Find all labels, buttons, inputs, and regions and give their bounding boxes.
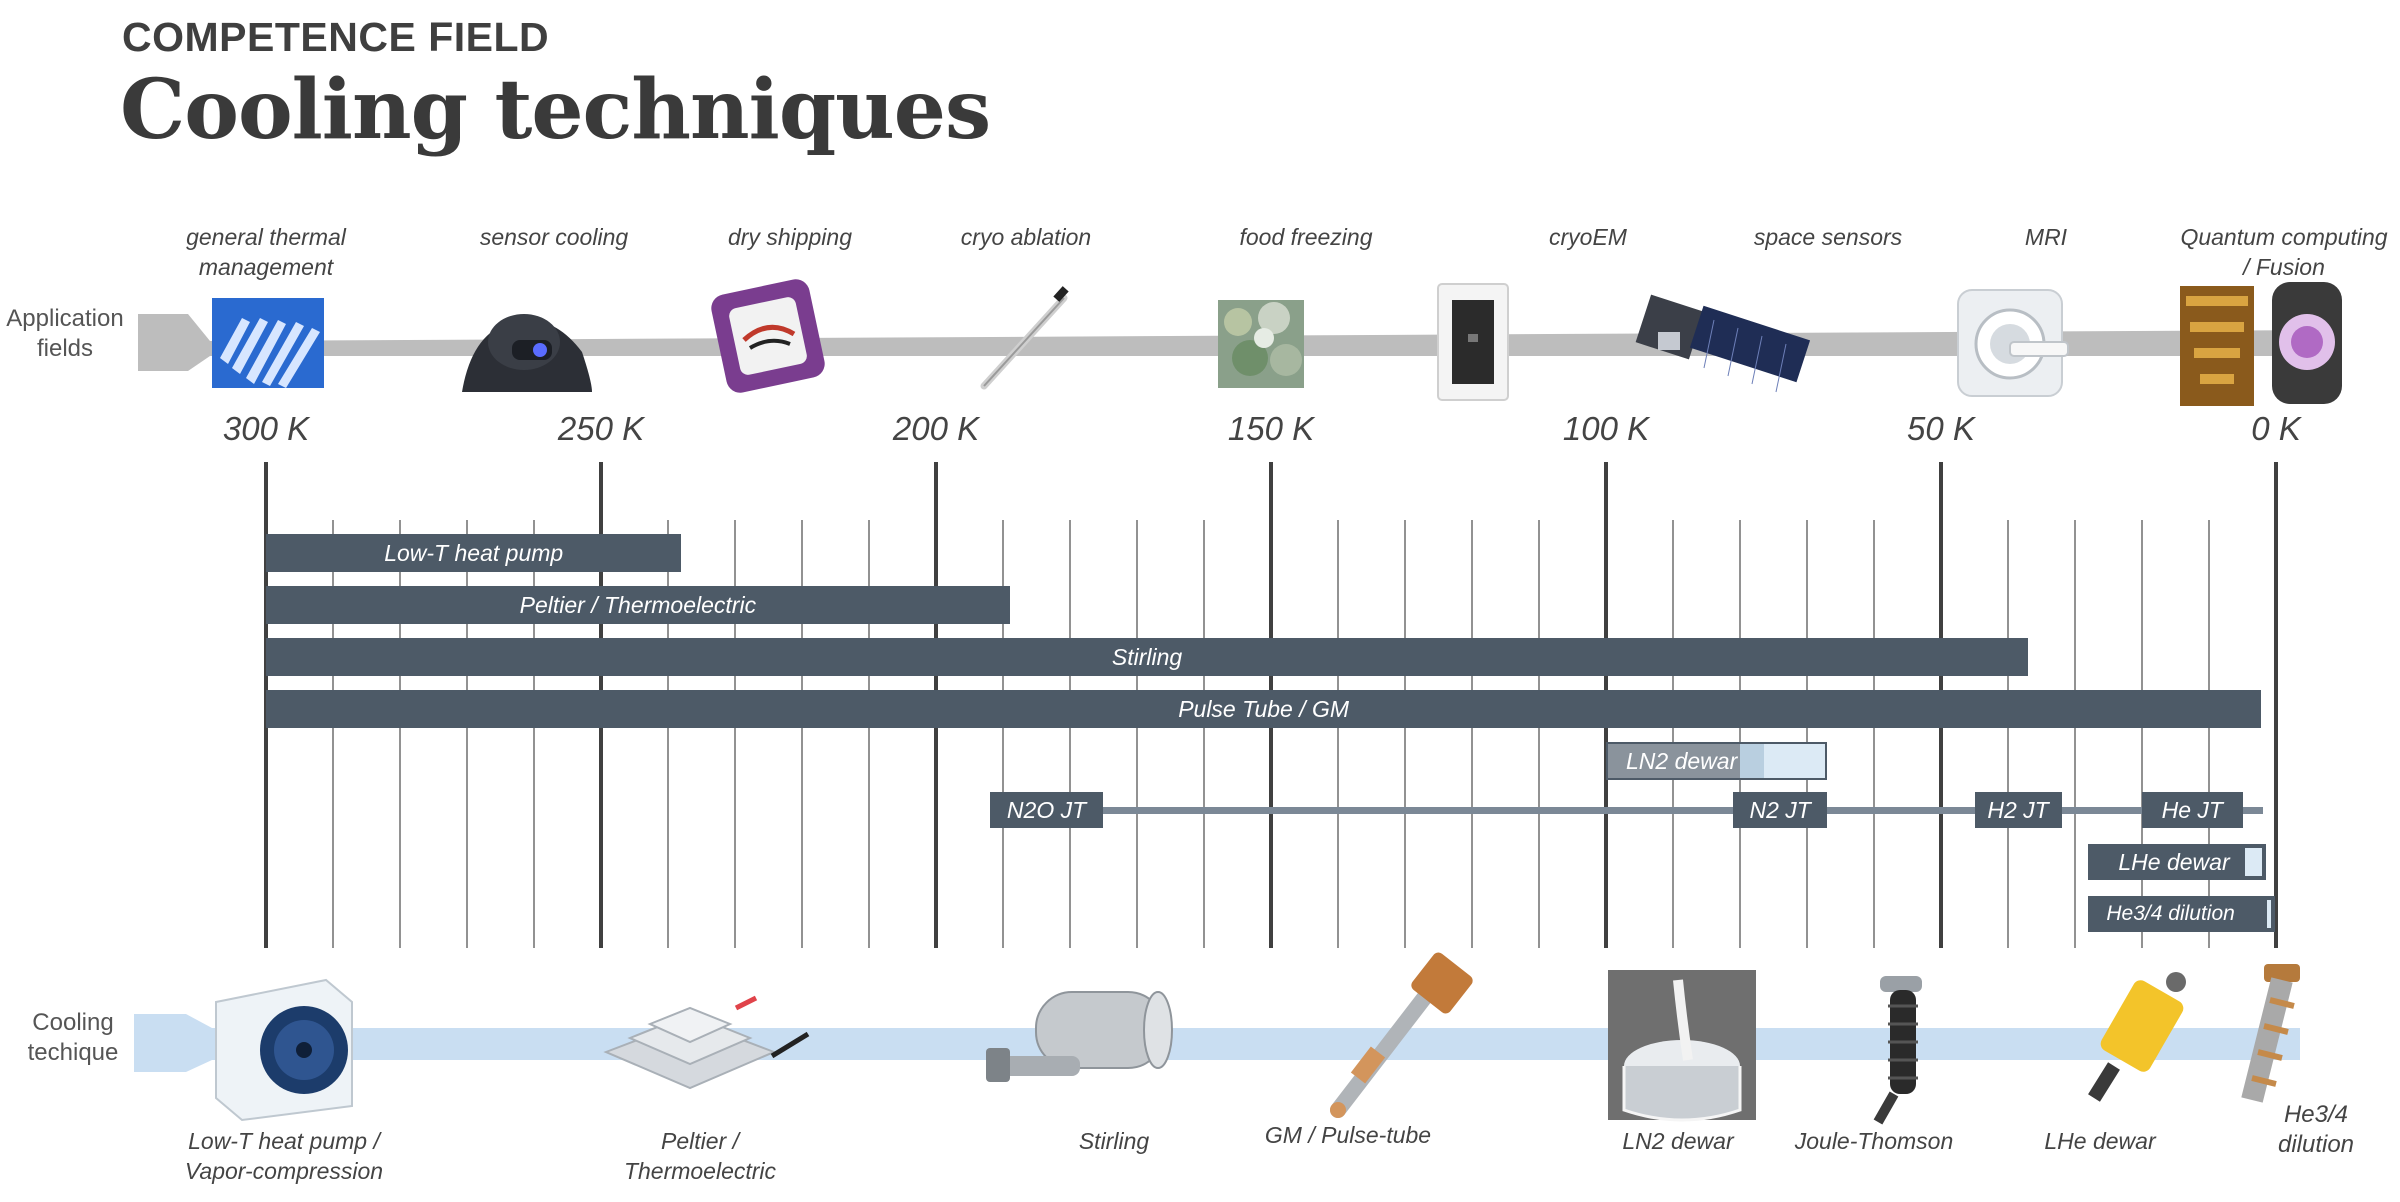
bar-ln2-dewar: LN2 dewar [1606,742,1828,780]
cool-technique-label-line2: Thermoelectric [623,1158,777,1184]
cool-technique-label-line1: Stirling [1078,1128,1150,1154]
pulse-tube-cryocooler-icon [1330,952,1473,1118]
satellite-icon [1635,294,1811,393]
cool-technique-stirling: Stirling [994,1126,1234,1156]
bar-low-t-heat-pump: Low-T heat pump [266,534,682,572]
cool-technique-heat-pump: Low-T heat pump / Vapor-compression [164,1126,404,1186]
app-field-cryoem: cryoEM [1488,222,1688,252]
cool-technique-peltier: Peltier / Thermoelectric [580,1126,820,1186]
cool-technique-lhe-dewar: LHe dewar [1980,1126,2220,1156]
bar-n2o-jt: N2O JT [989,792,1104,828]
cool-technique-label-line1: Low-T heat pump / [188,1128,380,1154]
app-field-general-thermal: general thermal management [166,222,366,282]
app-field-label-line1: sensor cooling [479,224,629,250]
bar-ln2-dewar-mid [1740,744,1764,778]
cool-technique-label-line2: dilution [2277,1131,2355,1158]
stirling-cooler-icon [986,991,1173,1082]
cooling-band-label: Cooling techique [0,1008,146,1068]
bar-peltier: Peltier / Thermoelectric [266,586,1010,624]
app-field-dry-shipping: dry shipping [690,222,890,252]
bar-pulse-tube-gm: Pulse Tube / GM [266,690,2262,728]
frozen-food-icon [1218,300,1304,388]
cool-technique-label-line1: GM / Pulse-tube [1264,1122,1432,1148]
cool-technique-label-line1: Peltier / [661,1128,739,1154]
bar-lhe-dewar-light [2245,848,2262,876]
temp-tick-0: 0 K [2251,410,2301,447]
application-label-line1: Application [6,305,124,332]
mri-scanner-icon [1957,289,2069,397]
app-field-label-line1: dry shipping [727,224,853,250]
cool-technique-label-line2: Vapor-compression [184,1158,384,1184]
temp-tick-250: 250 K [557,410,645,447]
app-field-label-line1: MRI [2024,224,2068,250]
application-band-label: Application fields [0,304,130,364]
peltier-stack-icon [603,995,810,1090]
temp-tick-300: 300 K [222,410,310,447]
app-field-quantum-fusion: Quantum computing / Fusion [2166,222,2400,282]
app-field-label-line1: general thermal [186,224,346,250]
bar-he34-dilution-light [2266,900,2271,928]
dilution-refrigerator-icon [2241,964,2300,1103]
cool-technique-label-line1: He3/4 [2283,1101,2349,1128]
temp-tick-50: 50 K [1907,410,1975,447]
bar-lhe-dewar-label: LHe dewar [2118,848,2230,875]
electron-microscope-icon [1437,283,1509,401]
cool-technique-label-line1: LHe dewar [2044,1128,2156,1154]
app-field-space-sensors: space sensors [1728,222,1928,252]
cool-technique-joule-thomson: Joule-Thomson [1754,1126,1994,1156]
page-title: Cooling techniques [120,62,991,158]
app-field-label-line1: cryo ablation [960,224,1092,250]
app-field-food-freezing: food freezing [1206,222,1406,252]
bar-he34-dilution: He3/4 dilution [2088,896,2275,932]
app-field-label-line1: space sensors [1753,224,1903,250]
app-field-sensor-cooling: sensor cooling [454,222,654,252]
bar-stirling: Stirling [266,638,2029,676]
bar-ln2-dewar-light [1764,744,1826,778]
temp-tick-150: 150 K [1227,410,1315,447]
bar-ln2-dewar-label: LN2 dewar [1626,747,1738,774]
app-field-mri: MRI [1946,222,2146,252]
jt-cooler-icon [1873,976,1922,1125]
cooling-label-line1: Cooling [32,1009,114,1036]
app-field-label-line2: management [198,254,334,280]
ln2-dewar-icon [1608,970,1756,1122]
cool-technique-label-line1: LN2 dewar [1622,1128,1734,1154]
temp-tick-100: 100 K [1562,410,1650,447]
heatsink-icon [212,298,324,388]
application-label-line2: fields [36,335,94,362]
cool-technique-dilution: He3/4 dilution [2196,1100,2400,1160]
ablation-probe-icon [980,286,1069,390]
jt-connector-line [989,807,2263,814]
app-field-label-line2: / Fusion [2243,254,2325,280]
quantum-computer-icon [2180,282,2342,406]
shipping-box-icon [711,279,825,393]
heat-pump-unit-icon [215,978,353,1122]
app-field-cryo-ablation: cryo ablation [926,222,1126,252]
cool-technique-ln2-dewar: LN2 dewar [1558,1126,1798,1156]
cooling-technique-band [134,1014,2300,1072]
app-field-label-line1: cryoEM [1549,224,1627,250]
app-field-label-line1: food freezing [1239,224,1373,250]
bar-n2-jt: N2 JT [1733,792,1828,828]
cool-technique-label-line1: Joule-Thomson [1794,1128,1954,1154]
bar-he-jt: He JT [2142,792,2243,828]
bar-he34-dilution-label: He3/4 dilution [2106,902,2235,925]
app-field-label-line1: Quantum computing [2180,224,2388,250]
cool-technique-gm-pulse-tube: GM / Pulse-tube [1228,1120,1468,1150]
lhe-dewar-icon [2088,972,2186,1102]
section-eyebrow: COMPETENCE FIELD [122,14,550,60]
temp-tick-200: 200 K [892,410,980,447]
bar-lhe-dewar: LHe dewar [2088,844,2266,880]
bar-ln2-dewar-fill [1608,744,1740,778]
night-vision-soldier-icon [462,314,592,392]
bar-h2-jt: H2 JT [1974,792,2062,828]
cooling-label-line2: techique [27,1039,119,1066]
